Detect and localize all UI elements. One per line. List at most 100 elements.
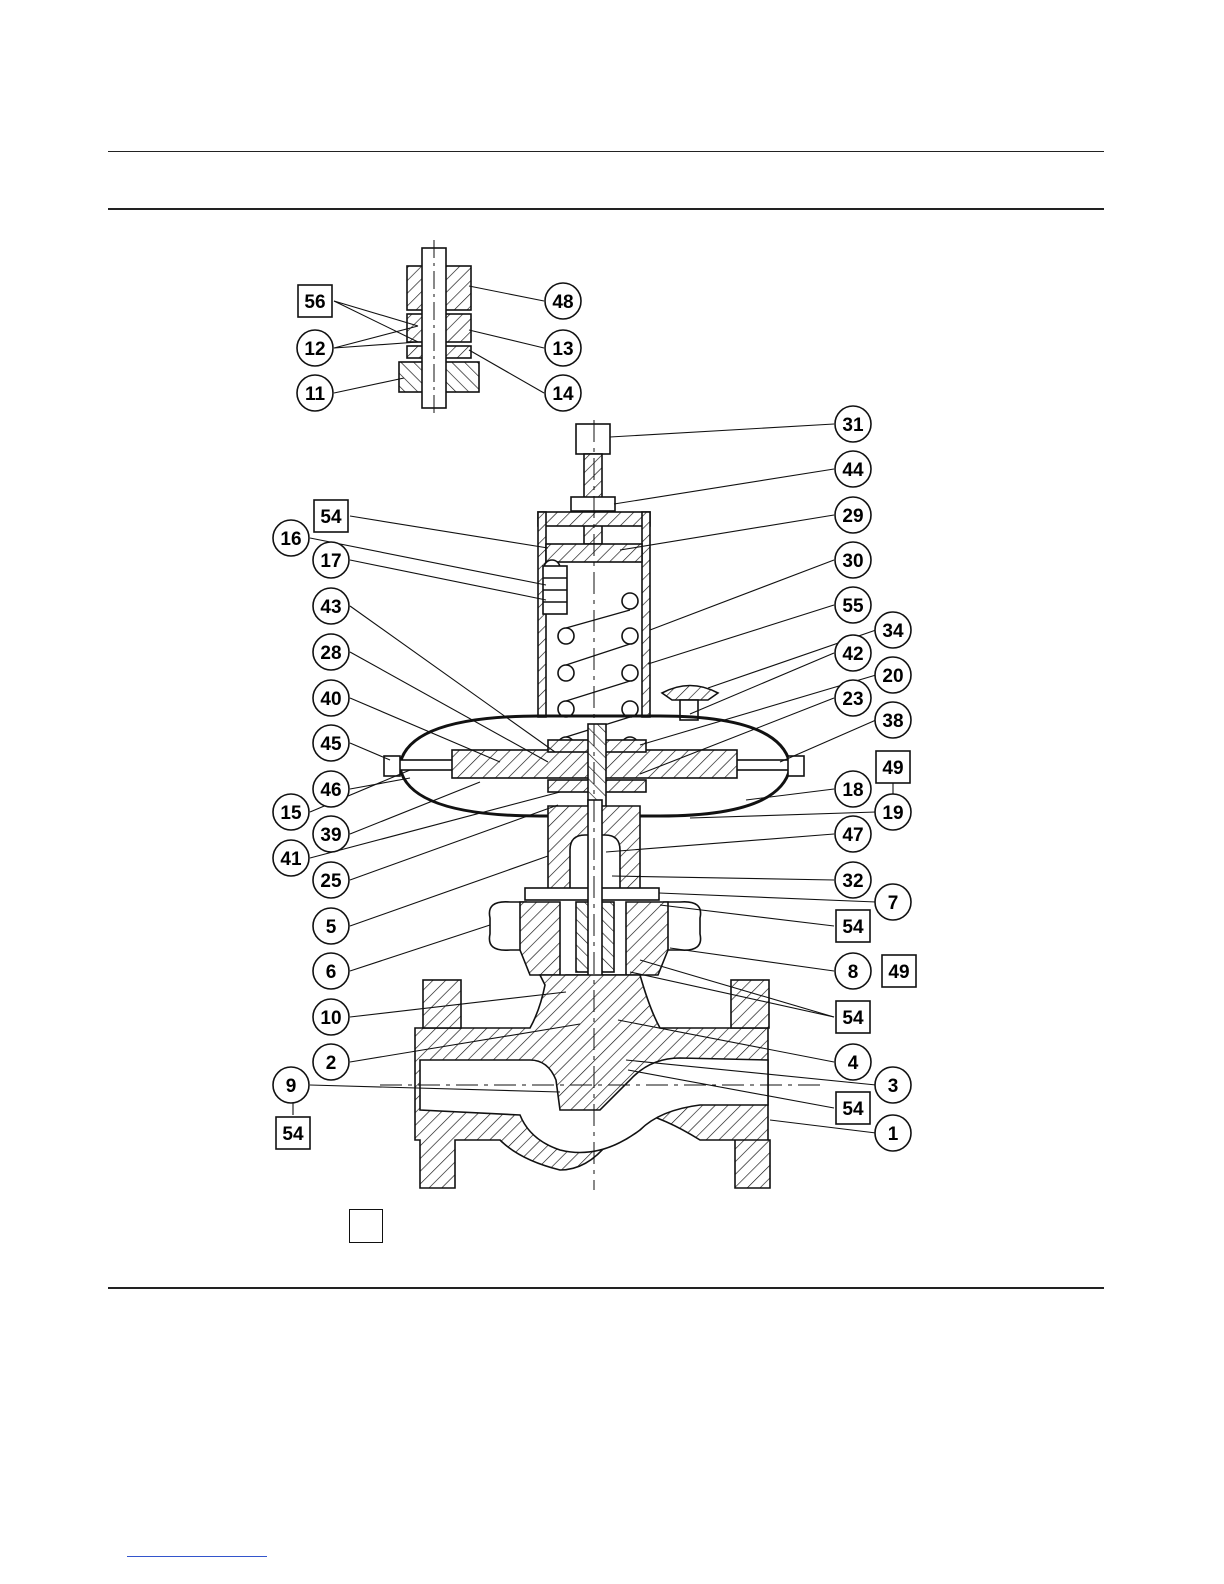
- callout-label: 19: [882, 803, 903, 824]
- callout-label: 10: [320, 1008, 341, 1029]
- callout-34: 34: [875, 612, 911, 648]
- callout-label: 20: [882, 666, 903, 687]
- callout-label: 17: [320, 551, 341, 572]
- callout-4: 4: [835, 1044, 871, 1080]
- callout-3: 3: [875, 1067, 911, 1103]
- callout-label: 46: [320, 780, 341, 801]
- callout-label: 31: [842, 415, 864, 436]
- callout-label: 42: [842, 644, 863, 665]
- callout-label: 29: [842, 506, 863, 527]
- callout-18: 18: [835, 771, 871, 807]
- callout-25: 25: [313, 862, 349, 898]
- callout-label: 28: [320, 643, 341, 664]
- callout-label: 2: [326, 1053, 337, 1074]
- callout-label: 44: [842, 460, 864, 481]
- callout-41: 41: [273, 840, 309, 876]
- callout-label: 25: [320, 871, 342, 892]
- callout-8: 8: [835, 953, 871, 989]
- callout-label: 45: [320, 734, 342, 755]
- callout-13: 13: [545, 330, 581, 366]
- callout-label: 48: [552, 292, 573, 313]
- callout-40: 40: [313, 680, 349, 716]
- callout-label: 43: [320, 597, 341, 618]
- callout-label: 40: [320, 689, 341, 710]
- callout-label: 13: [552, 339, 573, 360]
- box-callout-56: 56: [298, 285, 332, 317]
- callout-label: 1: [888, 1124, 899, 1145]
- callout-label: 38: [882, 711, 903, 732]
- callout-label: 4: [848, 1053, 859, 1074]
- box-callout-label: 54: [842, 1099, 864, 1120]
- callout-1: 1: [875, 1115, 911, 1151]
- callout-15: 15: [273, 794, 309, 830]
- callout-32: 32: [835, 862, 871, 898]
- callout-label: 18: [842, 780, 863, 801]
- box-callout-54: 54: [836, 1001, 870, 1033]
- callout-label: 3: [888, 1076, 899, 1097]
- callout-19: 19: [875, 794, 911, 830]
- box-callout-label: 54: [282, 1124, 304, 1145]
- callout-5: 5: [313, 908, 349, 944]
- callout-label: 47: [842, 825, 863, 846]
- callout-label: 16: [280, 529, 301, 550]
- callout-28: 28: [313, 634, 349, 670]
- callout-31: 31: [835, 406, 871, 442]
- callout-label: 8: [848, 962, 859, 983]
- callout-6: 6: [313, 953, 349, 989]
- callout-44: 44: [835, 451, 871, 487]
- legend-box: [349, 1209, 383, 1243]
- callout-11: 11: [297, 375, 333, 411]
- callout-2: 2: [313, 1044, 349, 1080]
- callout-label: 12: [304, 339, 325, 360]
- callout-55: 55: [835, 587, 871, 623]
- footer-link-underline[interactable]: [127, 1556, 267, 1557]
- spring-housing: [538, 424, 718, 753]
- callout-45: 45: [313, 725, 349, 761]
- box-callout-label: 49: [882, 758, 903, 779]
- callout-30: 30: [835, 542, 871, 578]
- box-callout-label: 49: [888, 962, 909, 983]
- callout-12: 12: [297, 330, 333, 366]
- callout-label: 11: [305, 384, 326, 405]
- box-callout-54: 54: [314, 500, 348, 532]
- callout-label: 41: [280, 849, 302, 870]
- callout-label: 34: [882, 621, 904, 642]
- callout-label: 5: [326, 917, 337, 938]
- box-callout-49: 49: [882, 955, 916, 987]
- callout-14: 14: [545, 375, 581, 411]
- box-callout-label: 54: [842, 917, 864, 938]
- box-callout-49: 49: [876, 751, 910, 783]
- callout-7: 7: [875, 884, 911, 920]
- callout-43: 43: [313, 588, 349, 624]
- callout-label: 7: [888, 893, 899, 914]
- callout-46: 46: [313, 771, 349, 807]
- callout-label: 32: [842, 871, 863, 892]
- callout-label: 39: [320, 825, 341, 846]
- callout-label: 23: [842, 689, 863, 710]
- callout-label: 15: [280, 803, 302, 824]
- box-callout-54: 54: [836, 1092, 870, 1124]
- box-callout-54: 54: [276, 1117, 310, 1149]
- callout-16: 16: [273, 520, 309, 556]
- callout-38: 38: [875, 702, 911, 738]
- callout-label: 14: [552, 384, 574, 405]
- callout-20: 20: [875, 657, 911, 693]
- box-callout-label: 54: [842, 1008, 864, 1029]
- callout-label: 6: [326, 962, 337, 983]
- callout-39: 39: [313, 816, 349, 852]
- box-callout-54: 54: [836, 910, 870, 942]
- callout-9: 9: [273, 1067, 309, 1103]
- box-callout-label: 56: [304, 292, 325, 313]
- callout-17: 17: [313, 542, 349, 578]
- callout-48: 48: [545, 283, 581, 319]
- callout-29: 29: [835, 497, 871, 533]
- callout-47: 47: [835, 816, 871, 852]
- callout-label: 9: [286, 1076, 297, 1097]
- box-callout-label: 54: [320, 507, 342, 528]
- callout-10: 10: [313, 999, 349, 1035]
- callout-23: 23: [835, 680, 871, 716]
- callout-label: 55: [842, 596, 864, 617]
- callout-label: 30: [842, 551, 863, 572]
- callout-42: 42: [835, 635, 871, 671]
